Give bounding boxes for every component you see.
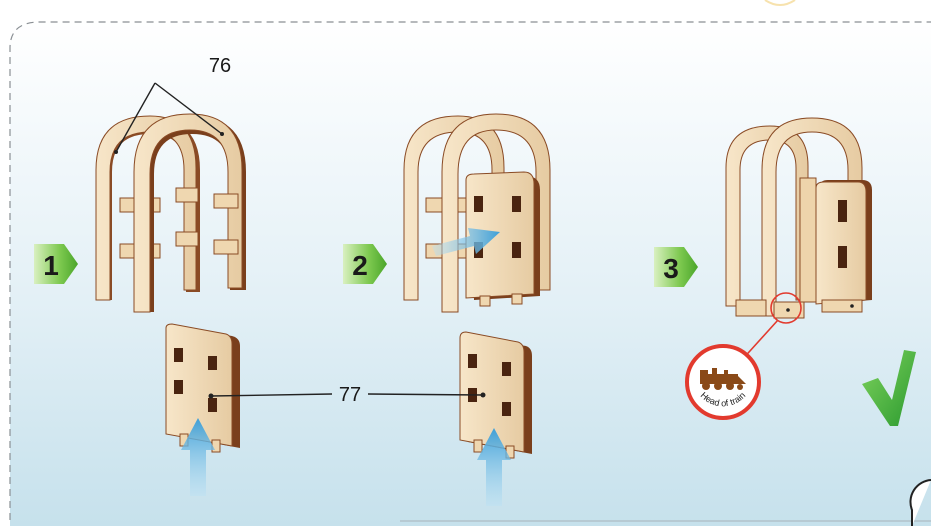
part-76-label: 76 xyxy=(209,55,231,77)
head-of-train-badge: Head of train xyxy=(687,346,759,418)
step-number: 3 xyxy=(663,253,679,284)
step-number: 1 xyxy=(43,250,59,281)
part-77-label: 77 xyxy=(339,384,361,406)
step-number: 2 xyxy=(352,250,368,281)
